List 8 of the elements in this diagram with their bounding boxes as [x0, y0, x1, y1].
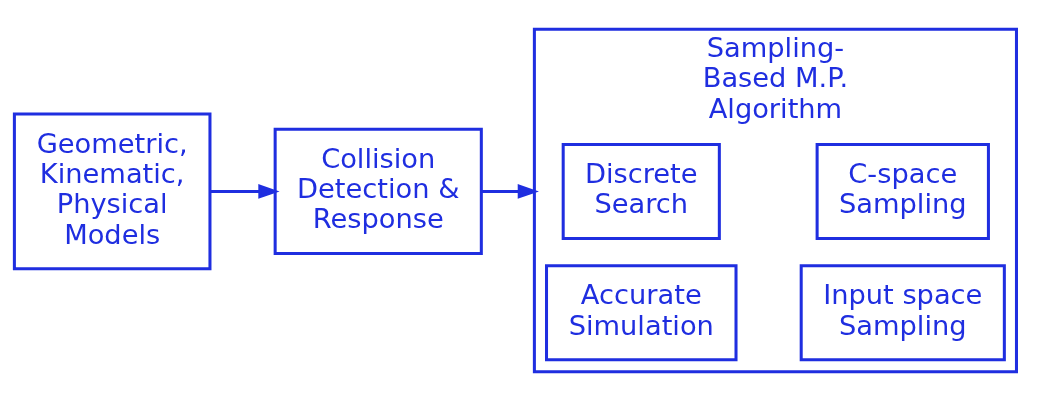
node-box: Geometric, Kinematic, Physical Models [12, 112, 212, 270]
node-box: C-space Sampling [815, 142, 990, 240]
arrow [481, 183, 539, 199]
node-box: Discrete Search [561, 142, 721, 240]
arrow [210, 183, 280, 199]
node-box: Accurate Simulation [545, 263, 738, 361]
node-box: Input space Sampling [799, 263, 1006, 361]
node-box: Collision Detection & Response [273, 127, 483, 255]
